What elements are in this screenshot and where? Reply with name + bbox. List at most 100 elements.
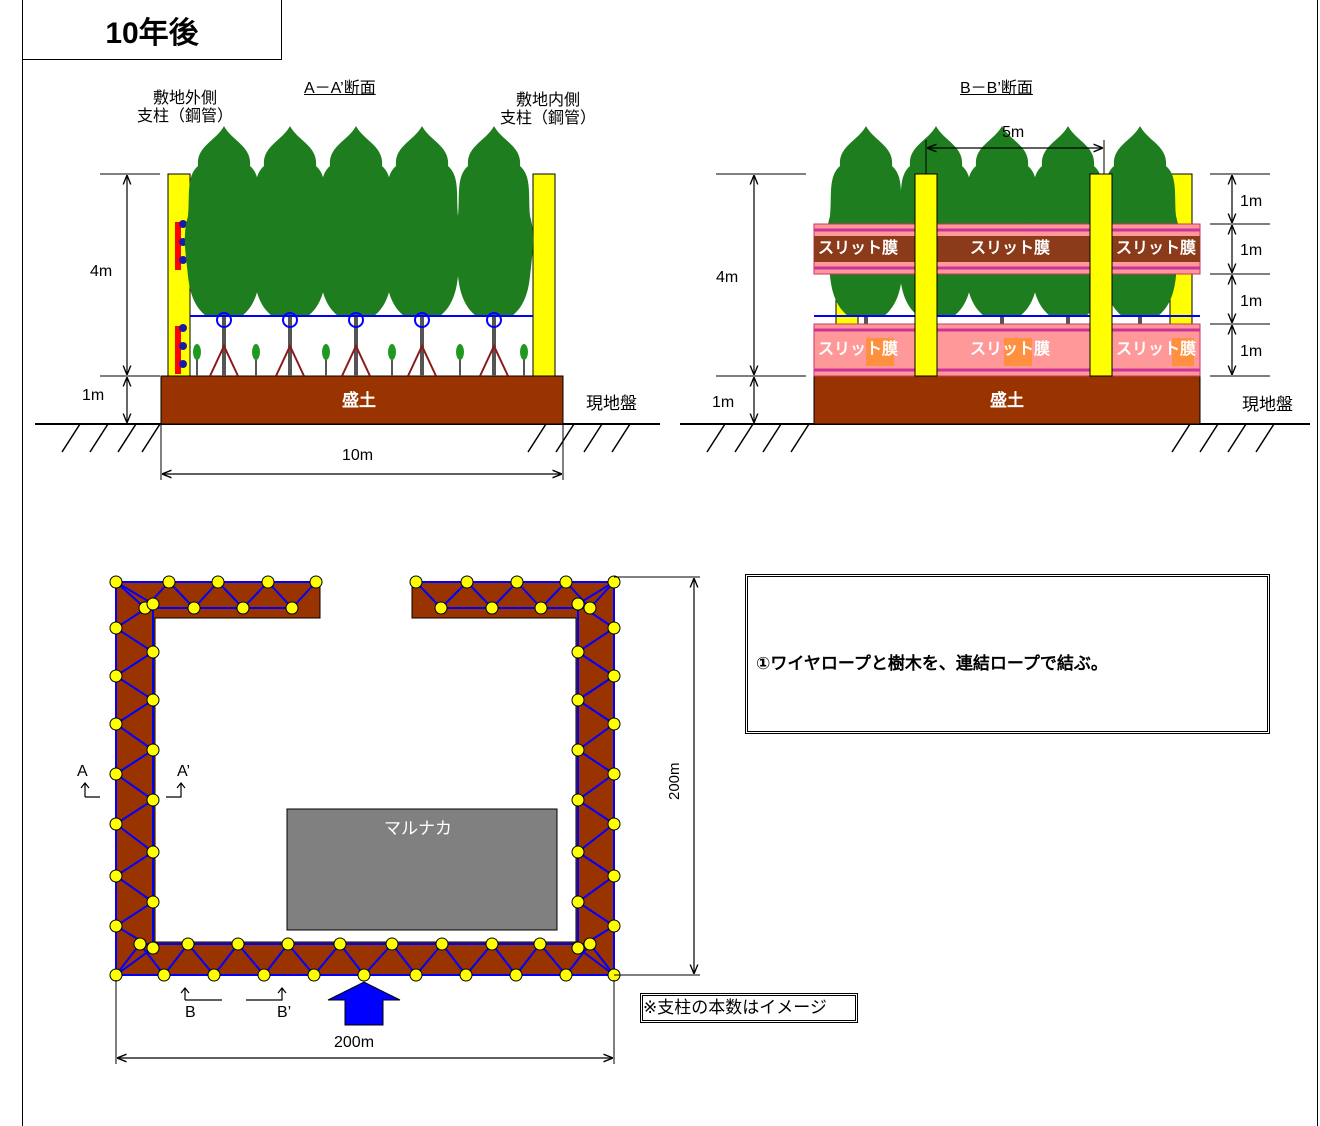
- post-node: [157, 968, 171, 982]
- bb-base-height-label: 1m: [712, 394, 735, 411]
- post-node: [109, 968, 123, 982]
- section-aa-heading: A－A’断面: [304, 80, 376, 97]
- slit-membrane-upper: [813, 223, 1201, 275]
- post-node: [307, 968, 321, 982]
- post-node: [583, 937, 597, 951]
- post-node: [571, 743, 585, 757]
- post-node: [534, 601, 548, 615]
- trees-bb: [826, 126, 1180, 316]
- post-node: [133, 937, 147, 951]
- section-b-prime-marker: B’: [277, 1004, 292, 1021]
- note-text: ①ワイヤロープと樹木を、連結ロープで結ぶ。: [756, 654, 1108, 673]
- post-node: [146, 793, 160, 807]
- membrane-label: スリット膜: [1116, 341, 1197, 358]
- post-node: [583, 601, 597, 615]
- bb-height-label: 4m: [716, 269, 739, 286]
- post-node: [607, 621, 621, 635]
- post-node: [109, 869, 123, 883]
- post-node: [533, 937, 547, 951]
- direction-arrow-icon: [327, 981, 401, 1026]
- post-node: [236, 601, 250, 615]
- bb-ground-label: 現地盤: [1242, 395, 1293, 414]
- bb-spacing-label: 5m: [1002, 124, 1025, 141]
- post-node: [385, 937, 399, 951]
- post-node: [285, 601, 299, 615]
- post-node: [571, 941, 585, 955]
- post-node: [109, 575, 123, 589]
- building-label: マルナカ: [384, 819, 452, 838]
- page-title: 10年後: [22, 0, 282, 60]
- post-node: [571, 895, 585, 909]
- membrane-label: スリット膜: [970, 240, 1051, 257]
- post-node: [459, 968, 473, 982]
- section-bb-heading: B－B’断面: [960, 80, 1033, 97]
- post-node: [146, 743, 160, 757]
- membrane-label: スリット膜: [970, 341, 1051, 358]
- front-post-right: [1089, 173, 1113, 377]
- bb-tier-3: 1m: [1240, 293, 1263, 310]
- bb-tier-2: 1m: [1240, 242, 1263, 259]
- post-node: [571, 645, 585, 659]
- post-node: [207, 968, 221, 982]
- aa-height-label: 4m: [90, 263, 113, 280]
- post-node: [559, 575, 573, 589]
- post-node: [257, 968, 271, 982]
- membrane-label: スリット膜: [818, 240, 899, 257]
- inner-post-label: 敷地内側 支柱（鋼管）: [500, 92, 597, 128]
- membrane-label: スリット膜: [1116, 240, 1197, 257]
- embankment-bb: [813, 375, 1201, 425]
- aa-base-height-label: 1m: [82, 387, 105, 404]
- post-node: [607, 575, 621, 589]
- post-node: [509, 968, 523, 982]
- note-box: ①ワイヤロープと樹木を、連結ロープで結ぶ。: [745, 574, 1270, 734]
- post-node: [559, 968, 573, 982]
- embankment-aa: [160, 375, 564, 425]
- post-node: [187, 601, 201, 615]
- slit-membrane-lower: [813, 323, 1201, 377]
- post-node: [485, 937, 499, 951]
- post-node: [146, 693, 160, 707]
- post-node: [109, 669, 123, 683]
- caption-box: ※支柱の本数はイメージ: [640, 993, 858, 1023]
- section-aa-drawing: [35, 126, 660, 480]
- inner-post: [532, 173, 556, 377]
- plan-width-label: 200m: [334, 1034, 375, 1051]
- post-node: [146, 845, 160, 859]
- membrane-label: スリット膜: [818, 341, 899, 358]
- section-bb-drawing: [680, 126, 1310, 453]
- trees-aa: [184, 126, 534, 316]
- plan-height-label: 200m: [666, 762, 683, 800]
- post-node: [333, 937, 347, 951]
- outer-post-label: 敷地外側 支柱（鋼管）: [137, 90, 234, 126]
- post-node: [109, 919, 123, 933]
- post-node: [109, 767, 123, 781]
- post-node: [162, 575, 176, 589]
- section-a-prime-marker: A’: [177, 763, 191, 780]
- post-node: [434, 601, 448, 615]
- aa-embankment-label: 盛土: [342, 391, 376, 410]
- post-node: [261, 575, 275, 589]
- post-node: [607, 767, 621, 781]
- post-node: [181, 937, 195, 951]
- post-node: [571, 597, 585, 611]
- post-node: [607, 869, 621, 883]
- bb-tier-4: 1m: [1240, 343, 1263, 360]
- caption-text: ※支柱の本数はイメージ: [643, 998, 827, 1017]
- front-post-left: [914, 173, 938, 377]
- post-node: [607, 817, 621, 831]
- post-node: [409, 968, 423, 982]
- post-node: [607, 919, 621, 933]
- bb-tier-1: 1m: [1240, 193, 1263, 210]
- post-node: [571, 793, 585, 807]
- plan-view-drawing: [80, 575, 700, 1064]
- post-node: [571, 845, 585, 859]
- post-node: [571, 693, 585, 707]
- post-node: [109, 817, 123, 831]
- post-node: [607, 669, 621, 683]
- post-node: [510, 575, 524, 589]
- post-node: [485, 601, 499, 615]
- post-node: [309, 575, 323, 589]
- post-node: [211, 575, 225, 589]
- post-node: [460, 575, 474, 589]
